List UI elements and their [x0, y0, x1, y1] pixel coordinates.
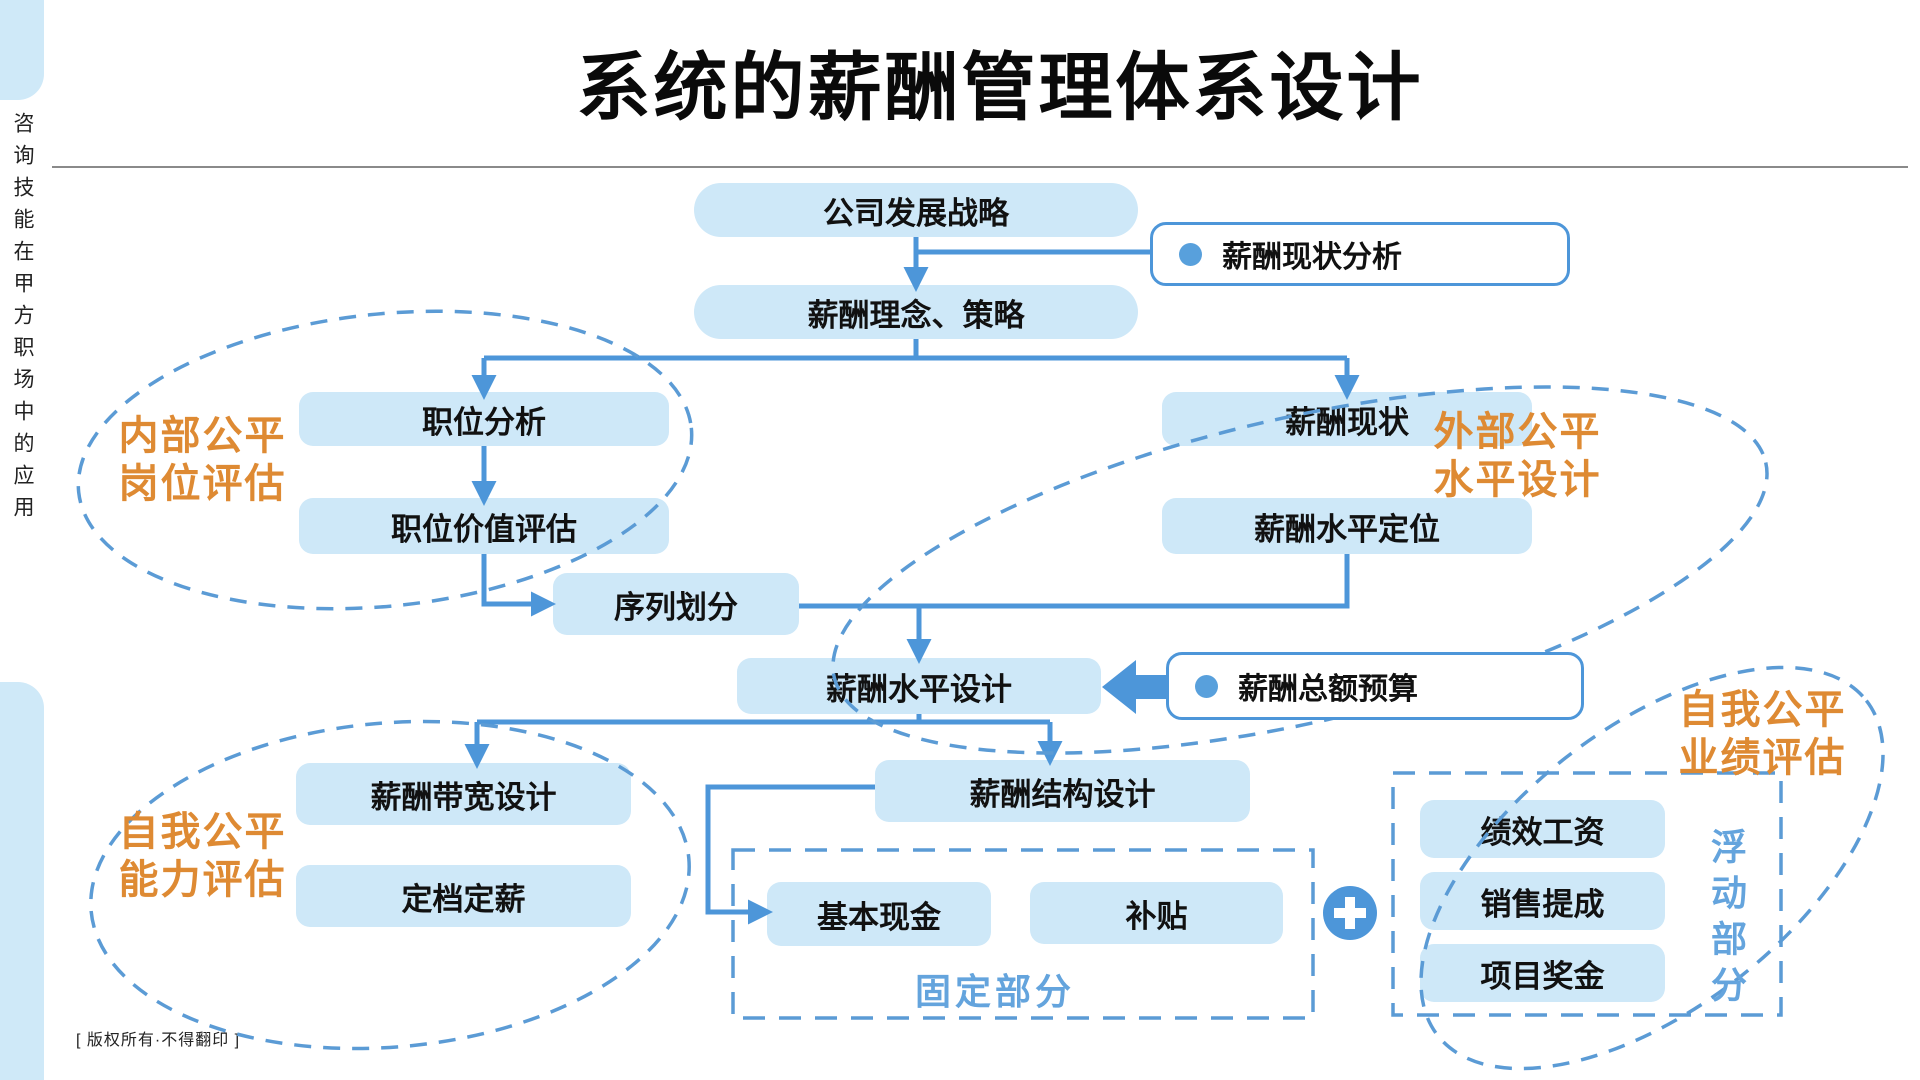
flow-box-project-bonus: 项目奖金 — [1420, 944, 1665, 1002]
flow-box-base-cash: 基本现金 — [767, 882, 991, 946]
flow-box-performance-pay: 绩效工资 — [1420, 800, 1665, 858]
group-label-self-performance: 自我公平 业绩评估 — [1678, 688, 1847, 780]
flow-box-pay-level-design: 薪酬水平设计 — [737, 658, 1101, 714]
flow-box-band-design: 薪酬带宽设计 — [296, 763, 631, 825]
sidebar-bottom-bar — [0, 682, 44, 1080]
budget-block-arrow-icon — [1102, 660, 1166, 714]
sidebar-top-bar — [0, 0, 44, 100]
sidebar-vertical-text: 咨询技能在甲方职场中的应用 — [11, 112, 34, 528]
callout-budget: 薪酬总额预算 — [1166, 652, 1584, 720]
bullet-icon — [1195, 674, 1218, 698]
flow-box-structure-design: 薪酬结构设计 — [875, 760, 1250, 822]
flow-box-allowance: 补贴 — [1030, 882, 1283, 944]
bullet-icon — [1179, 242, 1202, 266]
flow-box-strategy: 公司发展战略 — [694, 183, 1138, 237]
plus-icon — [1323, 886, 1377, 940]
flow-box-grade-setting: 定档定薪 — [296, 865, 631, 927]
title-divider — [52, 166, 1908, 168]
group-label-internal-fairness: 内部公平 岗位评估 — [118, 414, 287, 506]
flow-box-philosophy: 薪酬理念、策略 — [694, 285, 1138, 339]
flow-box-sequence: 序列划分 — [553, 573, 799, 635]
group-label-self-ability: 自我公平 能力评估 — [118, 810, 287, 902]
callout-status-analysis: 薪酬现状分析 — [1150, 222, 1570, 286]
page-title: 系统的薪酬管理体系设计 — [576, 46, 1424, 129]
copyright-note: [ 版权所有·不得翻印 ] — [76, 1032, 241, 1049]
group-label-external-fairness: 外部公平 水平设计 — [1433, 410, 1602, 502]
flow-box-sales-commission: 销售提成 — [1420, 872, 1665, 930]
floating-part-label: 浮动部分 — [1706, 828, 1747, 1012]
flow-box-job-value: 职位价值评估 — [299, 498, 669, 554]
fixed-part-label: 固定部分 — [914, 971, 1075, 1012]
callout-status-analysis-label: 薪酬现状分析 — [1222, 241, 1402, 274]
flow-box-job-analysis: 职位分析 — [299, 392, 669, 446]
flow-box-pay-positioning: 薪酬水平定位 — [1162, 498, 1532, 554]
callout-budget-label: 薪酬总额预算 — [1238, 673, 1418, 706]
